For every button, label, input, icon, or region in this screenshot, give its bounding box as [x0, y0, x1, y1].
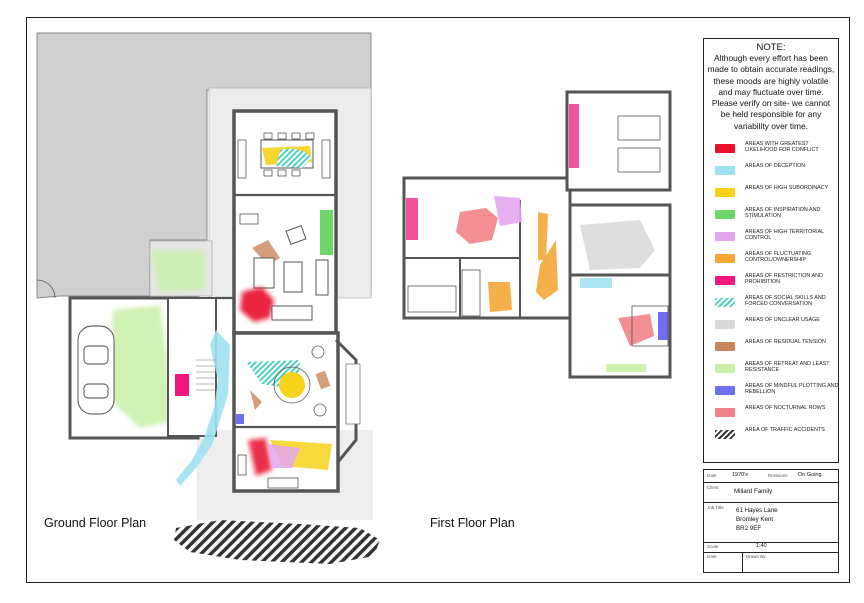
scale-value: 1:40: [756, 543, 767, 549]
legend-item: AREAS OF SOCIAL SKILLS AND FORCED CONVER…: [715, 295, 839, 315]
legend-item: AREAS OF MINDFUL PLOTTING AND REBELLION: [715, 383, 839, 403]
note-line: variability over time.: [733, 120, 808, 131]
legend-item: AREAS OF HIGH SUBORDINACY: [715, 185, 839, 205]
first-floor-plan: [402, 90, 672, 379]
date-label: Date: [707, 473, 717, 478]
client-value: Millard Family: [734, 488, 773, 495]
legend-label: AREAS OF HIGH TERRITORIAL CONTROL: [745, 229, 824, 242]
note-line: made to obtain accurate readings,: [707, 64, 835, 75]
note-line: Please verify on site- we cannot: [711, 98, 831, 109]
legend-swatch: [715, 364, 735, 373]
scale-row: Scale 1:40: [704, 542, 838, 553]
job-line: BR2 9EF: [736, 525, 762, 532]
date2-label: Date: [707, 554, 717, 559]
legend-item: AREA OF TRAFFIC ACCIDENTS: [715, 427, 839, 447]
legend-label: AREAS OF HIGH SUBORDINACY: [745, 185, 829, 191]
legend-item: AREAS OF RESTRICTION AND PROHIBITION: [715, 273, 839, 293]
legend-swatch: [715, 166, 735, 175]
legend-swatch: [715, 276, 735, 285]
legend-label: AREAS OF FLUCTUATING CONTROL/OWNERSHIP: [745, 251, 812, 264]
legend-label: AREAS WITH GREATEST LIKELIHOOD FOR CONFL…: [745, 141, 819, 154]
legend-label: AREAS OF SOCIAL SKILLS AND FORCED CONVER…: [745, 295, 826, 308]
legend-label: AREAS OF UNCLEAR USAGE: [745, 317, 820, 323]
job-row: Job Title 61 Hayes Lane Bromley Kent BR2…: [704, 502, 838, 543]
sheet-border: [26, 17, 850, 583]
note-title: NOTE:: [756, 42, 786, 53]
legend-swatch: [715, 144, 735, 153]
legend-item: AREAS OF UNCLEAR USAGE: [715, 317, 839, 337]
client-label: Client: [707, 485, 719, 490]
legend-swatch: [715, 298, 735, 307]
legend-item: AREAS OF INSPIRATION AND STIMULATION: [715, 207, 839, 227]
legend-label: AREAS OF RESTRICTION AND PROHIBITION: [745, 273, 823, 286]
legend-label: AREAS OF RESIDUAL TENSION: [745, 339, 826, 345]
scale-label: Scale: [707, 544, 719, 549]
job-label: Job Title: [707, 505, 724, 510]
legend-item: AREAS OF RETREAT AND LEAST RESISTANCE: [715, 361, 839, 381]
legend-label: AREAS OF NOCTURNAL ROWS: [745, 405, 826, 411]
legend-swatch: [715, 408, 735, 417]
note-text: Although every effort has been made to o…: [704, 53, 838, 132]
legend-item: AREAS OF NOCTURNAL ROWS: [715, 405, 839, 425]
note-line: Although every effort has been: [714, 53, 828, 63]
legend-item: AREAS OF HIGH TERRITORIAL CONTROL: [715, 229, 839, 249]
legend-swatch: [715, 430, 735, 439]
drawn-by-label: Drawn By: [746, 554, 766, 559]
legend-item: AREAS WITH GREATEST LIKELIHOOD FOR CONFL…: [715, 141, 839, 161]
legend-swatch: [715, 188, 735, 197]
legend-label: AREAS OF RETREAT AND LEAST RESISTANCE: [745, 361, 830, 374]
legend-item: AREAS OF DECEPTION: [715, 163, 839, 183]
note-panel: NOTE: Although every effort has been mad…: [703, 38, 839, 463]
legend-label: AREAS OF MINDFUL PLOTTING AND REBELLION: [745, 383, 839, 396]
legend-item: AREAS OF RESIDUAL TENSION: [715, 339, 839, 359]
revisions-value: On Going: [798, 472, 822, 478]
legend-label: AREAS OF DECEPTION: [745, 163, 806, 169]
legend-swatch: [715, 232, 735, 241]
legend-swatch: [715, 254, 735, 263]
legend-swatch: [715, 210, 735, 219]
first-floor-label: First Floor Plan: [430, 516, 515, 530]
job-line: Bromley Kent: [736, 516, 774, 523]
job-address: 61 Hayes Lane Bromley Kent BR2 9EF: [736, 506, 778, 533]
drawn-row: Date Drawn By: [704, 552, 838, 572]
note-line: be held responsible for any: [720, 109, 822, 120]
legend-label: AREAS OF INSPIRATION AND STIMULATION: [745, 207, 821, 220]
client-row: Client Millard Family: [704, 482, 838, 503]
date-row: Date 1970's Revisions On Going: [704, 470, 838, 483]
title-divider: [742, 552, 743, 572]
date-value: 1970's: [732, 472, 749, 478]
legend-label: AREA OF TRAFFIC ACCIDENTS: [745, 427, 825, 433]
note-line: these moods are highly volatile: [713, 75, 829, 86]
note-line: and may fluctuate over time.: [718, 86, 824, 97]
revisions-label: Revisions: [768, 473, 788, 478]
legend-item: AREAS OF FLUCTUATING CONTROL/OWNERSHIP: [715, 251, 839, 271]
legend-swatch: [715, 320, 735, 329]
legend-swatch: [715, 342, 735, 351]
ground-floor-label: Ground Floor Plan: [44, 516, 147, 530]
job-line: 61 Hayes Lane: [736, 507, 778, 514]
legend-swatch: [715, 386, 735, 395]
title-block: Date 1970's Revisions On Going Client Mi…: [703, 469, 839, 573]
ground-floor-plan: [36, 32, 380, 564]
